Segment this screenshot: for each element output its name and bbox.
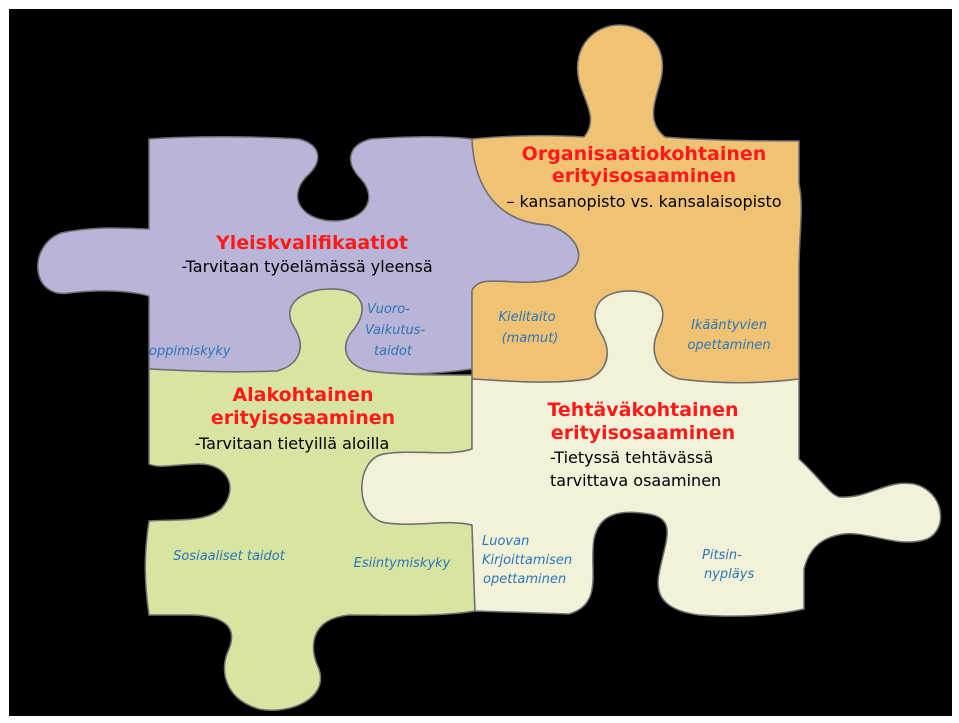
skill-kielitaito-line1: Kielitaito	[498, 310, 555, 325]
skill-vuorovaikutustaidot-line2: Vaikutus-	[365, 323, 426, 338]
tehtavakohtainen-title-line2: erityisosaaminen	[551, 422, 735, 444]
alakohtainen-title-line1: Alakohtainen	[232, 384, 373, 406]
tehtavakohtainen-description-line1: -Tietyssä tehtävässä	[550, 448, 713, 467]
organisaatiokohtainen-title-line2: erityisosaaminen	[552, 165, 736, 187]
skill-vuorovaikutustaidot-line3: taidot	[374, 344, 413, 359]
organisaatiokohtainen-title-line1: Organisaatiokohtainen	[522, 143, 767, 165]
yleiskvalifikaatiot-description: -Tarvitaan työelämässä yleensä	[181, 257, 432, 276]
tehtavakohtainen-title-line1: Tehtäväkohtainen	[547, 399, 738, 421]
puzzle-piece-tehtavakohtainen	[361, 290, 942, 617]
puzzle-diagram: Yleiskvalifikaatiot -Tarvitaan työelämäs…	[37, 24, 942, 711]
skill-vuorovaikutustaidot-line1: Vuoro-	[367, 302, 410, 317]
alakohtainen-description: -Tarvitaan tietyillä aloilla	[195, 434, 390, 453]
skill-pitsinnyplays-line2: nypläys	[704, 567, 754, 582]
skill-luovan-kirjoittamisen-line1: Luovan	[482, 534, 529, 549]
diagram-background: Yleiskvalifikaatiot -Tarvitaan työelämäs…	[9, 9, 952, 716]
skill-ikaantyvien-line2: opettaminen	[687, 338, 770, 353]
yleiskvalifikaatiot-title: Yleiskvalifikaatiot	[215, 232, 408, 254]
skill-luovan-kirjoittamisen-line3: opettaminen	[483, 572, 566, 587]
skill-ikaantyvien-line1: Ikääntyvien	[691, 318, 767, 333]
alakohtainen-title-line2: erityisosaaminen	[211, 407, 395, 429]
skill-pitsinnyplays-line1: Pitsin-	[702, 548, 742, 563]
skill-esiintymiskyky: Esiintymiskyky	[354, 556, 451, 571]
skill-sosiaaliset-taidot: Sosiaaliset taidot	[173, 549, 286, 564]
tehtavakohtainen-description-line2: tarvittava osaaminen	[550, 471, 721, 490]
organisaatiokohtainen-description: – kansanopisto vs. kansalaisopisto	[506, 192, 781, 211]
skill-oppimiskyky: oppimiskyky	[149, 344, 231, 359]
skill-kielitaito-line2: (mamut)	[502, 331, 559, 346]
skill-luovan-kirjoittamisen-line2: Kirjoittamisen	[482, 553, 572, 568]
